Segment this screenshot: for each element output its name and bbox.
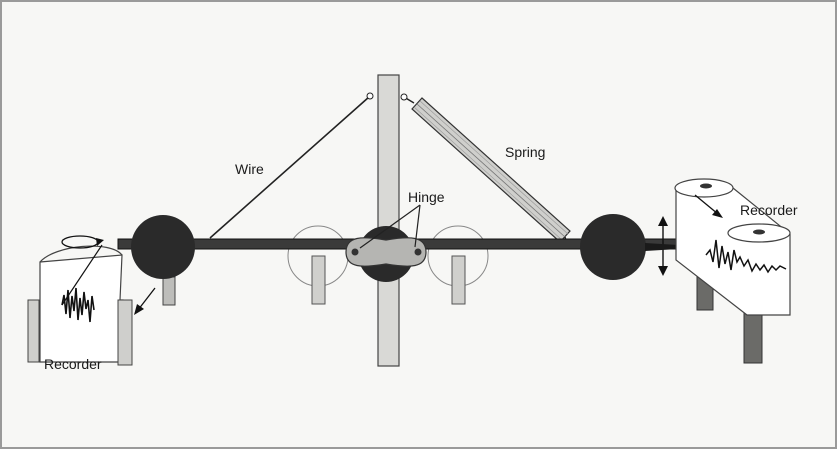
central-pillar [377,74,400,367]
hinge-pointer-right [414,204,421,248]
wire: Wire [209,92,374,239]
left-mass [131,215,195,279]
hinge-pointer-left [359,204,421,249]
left-stand [162,276,176,306]
right-recorder-label: Recorder [740,202,798,218]
hinge-pin-left [351,248,359,256]
wire-line [209,96,370,239]
left-recorder: Recorder [27,235,176,372]
spring-label: Spring [505,144,545,160]
hinge-plate [345,237,427,267]
right-recorder: Recorder [674,178,798,364]
wire-label: Wire [235,161,264,177]
left-feed-arrow [137,287,156,311]
right-feed-arrow [694,194,719,215]
left-recorder-post-left [27,299,40,363]
left-recorder-label: Recorder [44,356,102,372]
hinge: Hinge [345,189,445,282]
right-seismogram-trace [705,239,787,274]
right-mass [580,214,646,280]
hinge-label: Hinge [408,189,445,205]
support-post-left [311,255,326,305]
support-post-right [451,255,466,305]
hinge-pin-right [414,248,422,256]
left-recorder-post-right [117,299,133,366]
spring: Spring [400,93,571,245]
